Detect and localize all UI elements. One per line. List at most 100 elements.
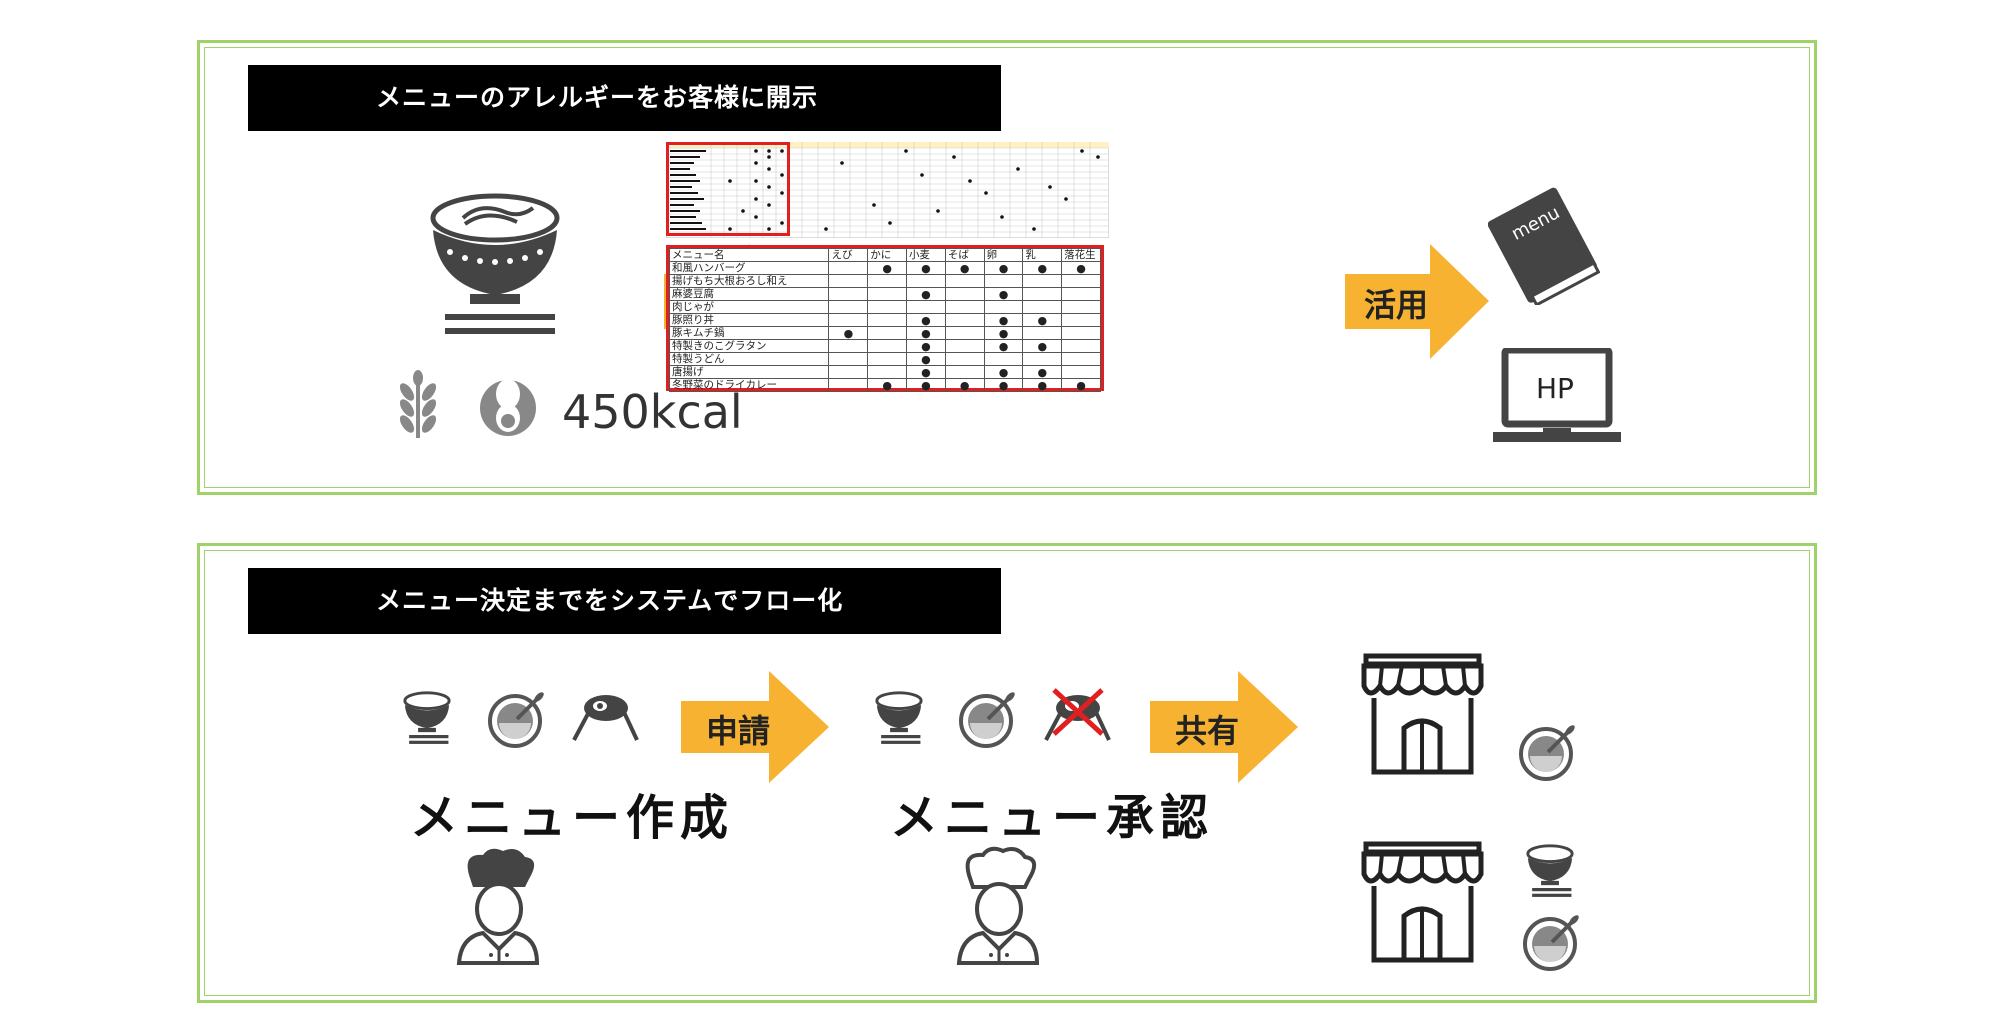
table-row: 唐揚げ●●●	[668, 365, 1101, 379]
chef-icon	[955, 845, 1040, 969]
menu-name-cell: 肉じゃが	[668, 300, 830, 314]
allergen-mark-cell	[944, 313, 985, 327]
step1-label: メニュー作成	[410, 790, 735, 846]
allergen-mark-cell	[944, 352, 985, 366]
allergen-mark-cell	[867, 365, 908, 379]
allergen-mark-cell	[867, 287, 908, 301]
column-header: 落花生	[1061, 248, 1101, 262]
allergen-mark-cell: ●	[983, 261, 1024, 275]
curry-plate-icon	[958, 689, 1018, 753]
allergen-mark-cell: ●	[1061, 378, 1101, 392]
allergen-mark-cell	[983, 352, 1024, 366]
allergen-mark-cell	[1061, 352, 1101, 366]
allergen-mark-cell	[828, 287, 869, 301]
curry-plate-icon	[487, 689, 547, 753]
table-row: 特製うどん●	[668, 352, 1101, 366]
allergen-mark-cell	[1022, 287, 1063, 301]
allergen-mark-cell	[1061, 326, 1101, 340]
panel1-title: メニューのアレルギーをお客様に開示	[248, 65, 1001, 131]
allergen-mark-cell: ●	[1022, 339, 1063, 353]
table-row: 和風ハンバーグ●●●●●●	[668, 261, 1101, 275]
table-row: 冬野菜のドライカレー●●●●●●	[668, 378, 1101, 392]
allergen-mark-cell	[1061, 274, 1101, 288]
allergen-mark-cell	[906, 274, 946, 288]
spreadsheet-thumbnail	[665, 141, 1110, 239]
allergen-mark-cell: ●	[944, 261, 985, 275]
allergen-mark-cell	[1061, 300, 1101, 314]
allergen-mark-cell: ●	[867, 378, 908, 392]
allergen-mark-cell	[1022, 352, 1063, 366]
allergen-mark-cell: ●	[1022, 261, 1063, 275]
allergen-mark-cell	[1022, 326, 1063, 340]
column-header: 小麦	[906, 248, 946, 262]
allergen-mark-cell	[1061, 365, 1101, 379]
allergen-mark-cell	[983, 300, 1024, 314]
allergen-mark-cell: ●	[1022, 313, 1063, 327]
allergen-mark-cell: ●	[944, 378, 985, 392]
table-row: 特製きのこグラタン●●●	[668, 339, 1101, 353]
allergen-mark-cell	[944, 274, 985, 288]
allergen-mark-cell	[828, 339, 869, 353]
menu-name-cell: 豚照り丼	[668, 313, 830, 327]
menu-name-cell: 豚キムチ鍋	[668, 326, 830, 340]
apply-arrow	[681, 671, 829, 783]
allergen-mark-cell	[944, 300, 985, 314]
table-row: 肉じゃが	[668, 300, 1101, 314]
apply-arrow-label: 申請	[706, 712, 771, 750]
allergen-mark-cell: ●	[906, 378, 946, 392]
allergen-mark-cell	[828, 365, 869, 379]
noodle-bowl-icon	[425, 190, 565, 344]
menu-name-cell: 特製うどん	[668, 352, 830, 366]
allergen-mark-cell	[867, 313, 908, 327]
chef-icon	[455, 845, 540, 969]
step2-label: メニュー承認	[890, 790, 1215, 846]
share-arrow	[1150, 671, 1298, 783]
allergen-mark-cell: ●	[983, 365, 1024, 379]
column-header: かに	[867, 248, 908, 262]
shop-icon	[1360, 652, 1485, 781]
share-arrow-label: 共有	[1175, 712, 1240, 750]
table-row: 麻婆豆腐●●	[668, 287, 1101, 301]
allergen-mark-cell: ●	[1022, 365, 1063, 379]
table-row: 揚げもち大根おろし和え	[668, 274, 1101, 288]
table-row: 豚キムチ鍋●●●	[668, 326, 1101, 340]
allergen-mark-cell	[867, 326, 908, 340]
allergen-mark-cell: ●	[906, 287, 946, 301]
allergen-mark-cell	[867, 352, 908, 366]
table-row: 豚照り丼●●●	[668, 313, 1101, 327]
allergen-mark-cell	[828, 378, 869, 392]
allergen-mark-cell: ●	[906, 326, 946, 340]
spreadsheet-highlight	[666, 142, 790, 236]
use-arrow-label: 活用	[1364, 286, 1429, 324]
rejected-steak-icon	[1040, 688, 1115, 750]
allergen-mark-cell: ●	[906, 313, 946, 327]
allergen-mark-cell	[828, 261, 869, 275]
allergen-mark-cell: ●	[1061, 261, 1101, 275]
allergen-mark-cell	[867, 300, 908, 314]
allergen-mark-cell	[867, 274, 908, 288]
allergen-mark-cell	[828, 313, 869, 327]
allergen-mark-cell	[944, 326, 985, 340]
allergen-mark-cell	[1022, 274, 1063, 288]
allergen-mark-cell	[906, 300, 946, 314]
allergen-mark-cell	[828, 352, 869, 366]
allergen-mark-cell	[944, 339, 985, 353]
allergen-mark-cell: ●	[867, 261, 908, 275]
table-header-row: メニュー名 えび かに 小麦 そば 卵 乳 落花生	[668, 248, 1101, 262]
shop-icon	[1360, 840, 1485, 969]
noodle-bowl-icon	[874, 690, 924, 749]
allergen-mark-cell	[944, 287, 985, 301]
wheat-icon	[392, 370, 444, 444]
menu-name-cell: 和風ハンバーグ	[668, 261, 830, 275]
book-icon	[1487, 180, 1601, 309]
allergen-mark-cell: ●	[906, 261, 946, 275]
allergen-mark-cell	[1022, 300, 1063, 314]
column-header: 卵	[983, 248, 1024, 262]
menu-name-cell: 唐揚げ	[668, 365, 830, 379]
column-header: そば	[944, 248, 985, 262]
curry-plate-icon	[1518, 722, 1578, 786]
use-arrow	[1345, 244, 1489, 359]
laptop-label: HP	[1536, 372, 1574, 405]
allergen-mark-cell: ●	[828, 326, 869, 340]
laptop-icon	[1493, 346, 1621, 452]
